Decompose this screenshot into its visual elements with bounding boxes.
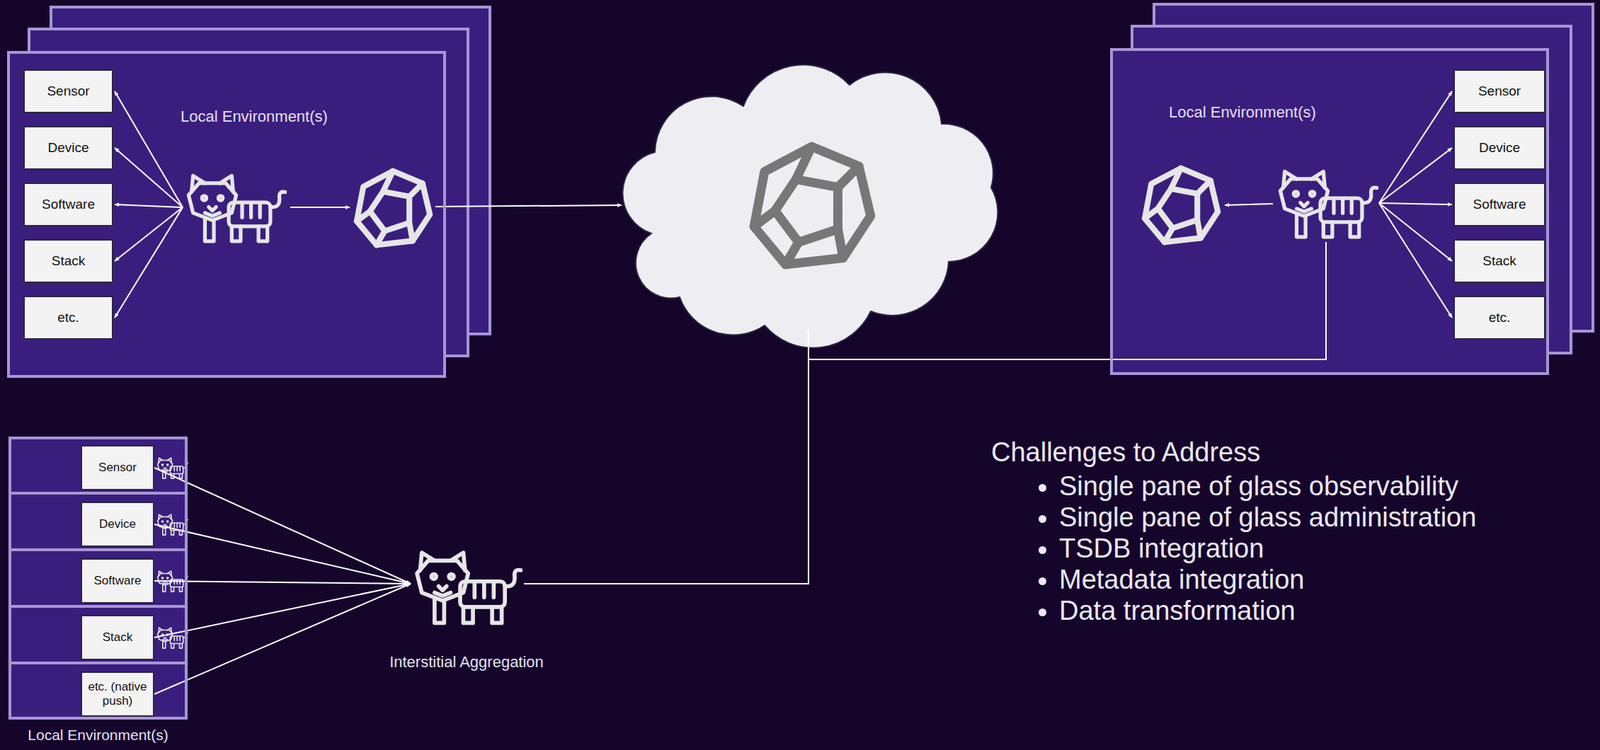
source-box: Sensor <box>1453 69 1546 114</box>
source-box: Device <box>1453 126 1546 170</box>
box-label: Device <box>47 140 89 156</box>
box-label: Sensor <box>1478 83 1521 100</box>
box-label: Software <box>93 574 141 589</box>
box-label: Software <box>1473 196 1527 213</box>
bullet-item: Metadata integration <box>1059 564 1477 596</box>
source-box: etc. <box>1453 295 1546 340</box>
aggregation-agent: Interstitial Aggregation <box>410 548 523 620</box>
connector <box>154 584 411 695</box>
connector <box>154 467 411 585</box>
box-label: Device <box>99 517 136 532</box>
panel-title: Local Environment(s) <box>0 727 199 745</box>
environment-panel: Local Environment(s) SensorDeviceSoftware… <box>7 50 447 379</box>
source-box: Device <box>23 126 114 170</box>
box-label: Sensor <box>98 460 137 476</box>
box-label: Stack <box>51 253 86 270</box>
panel-title: Local Environment(s) <box>180 107 328 127</box>
source-box: etc. (native push) <box>80 671 155 718</box>
environment-panel: Local Environment(s) SensorDeviceSoftware… <box>1110 48 1550 376</box>
source-box: Sensor <box>80 445 155 491</box>
environment-panel: Local Environment(s)SensorDeviceSoftware… <box>8 436 188 720</box>
source-box: Stack <box>23 239 114 284</box>
list-heading: Challenges to Address <box>991 437 1477 468</box>
box-label: Stack <box>1482 253 1517 270</box>
bullet-item: TSDB integration <box>1059 533 1477 565</box>
source-box: Stack <box>1453 239 1546 284</box>
panel-title: Local Environment(s) <box>1168 103 1317 122</box>
box-label: etc. <box>57 310 80 326</box>
connector <box>154 524 411 585</box>
bullet-item: Single pane of glass administration <box>1059 501 1477 534</box>
box-label: etc. (native push) <box>84 680 151 708</box>
bullet-list: Single pane of glass observabilitySingle… <box>991 470 1477 627</box>
source-box: etc. <box>23 295 114 340</box>
agent-label: Interstitial Aggregation <box>389 653 544 672</box>
box-label: Sensor <box>46 83 90 100</box>
source-box: Device <box>80 501 155 548</box>
box-label: etc. <box>1488 310 1511 326</box>
source-box: Software <box>80 558 155 604</box>
connector <box>154 581 411 585</box>
connector <box>154 584 411 638</box>
source-box: Stack <box>80 615 155 661</box>
box-label: Stack <box>102 630 134 645</box>
source-box: Software <box>23 182 114 227</box>
challenges-list: Challenges to AddressSingle pane of glas… <box>991 437 1477 627</box>
bullet-item: Single pane of glass observability <box>1059 470 1477 502</box>
bullet-item: Data transformation <box>1059 595 1477 627</box>
box-label: Device <box>1478 140 1520 156</box>
box-label: Software <box>41 196 95 213</box>
source-box: Sensor <box>23 69 114 114</box>
source-box: Software <box>1453 182 1546 227</box>
